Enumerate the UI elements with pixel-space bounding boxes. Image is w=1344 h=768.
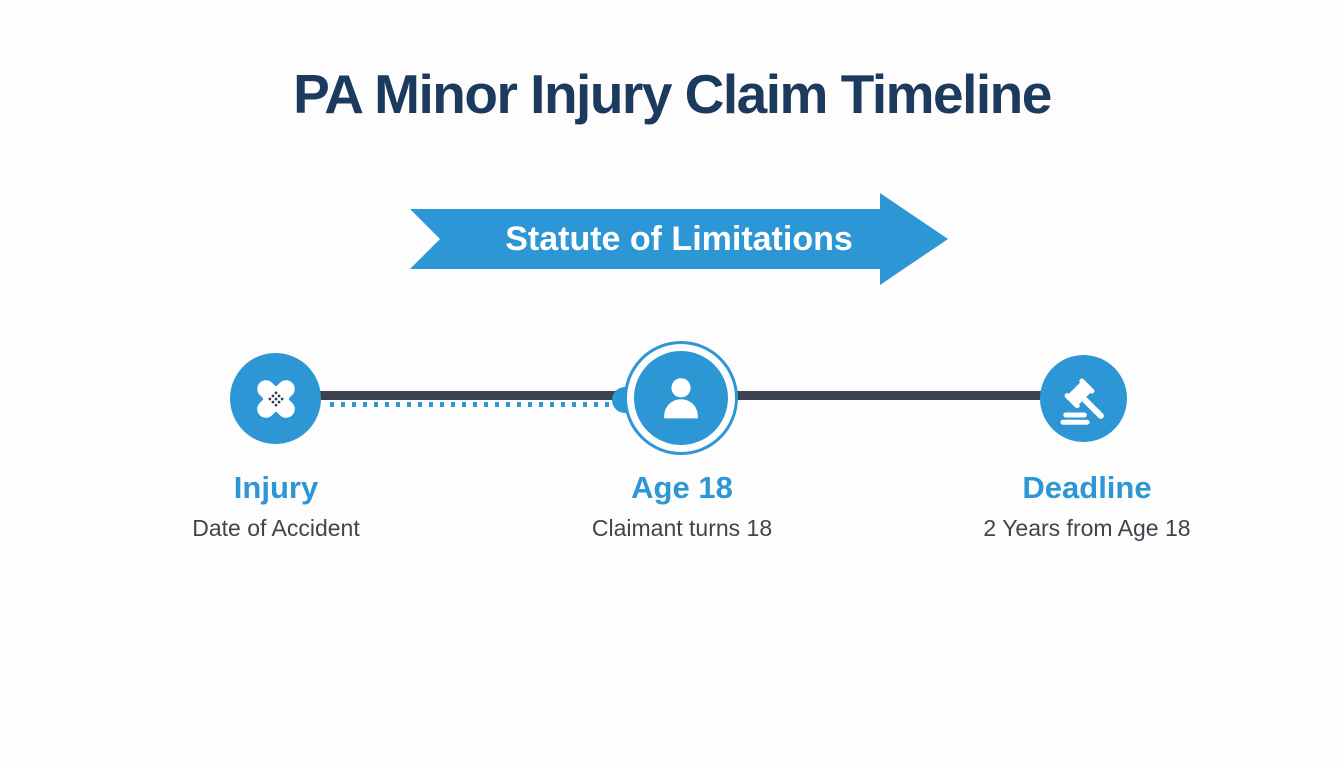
event-label-injury: Injury	[233, 470, 319, 505]
arrow-banner-shape	[410, 193, 948, 285]
gavel-icon	[1059, 377, 1104, 425]
bandage-icon	[256, 379, 295, 418]
timeline-segment-injury-to-age18	[316, 391, 622, 400]
person-icon	[664, 378, 698, 419]
event-label-deadline: Deadline	[1022, 470, 1152, 505]
blue-tick-marks	[330, 402, 618, 407]
page-title: PA Minor Injury Claim Timeline	[293, 63, 1052, 125]
timeline-node-deadline	[1040, 355, 1127, 442]
event-deadline: Deadline 2 Years from Age 18	[983, 470, 1190, 542]
event-label-age18: Age 18	[631, 470, 733, 505]
timeline-node-age18	[634, 351, 728, 445]
event-sublabel-injury: Date of Accident	[192, 515, 360, 541]
event-age18: Age 18 Claimant turns 18	[592, 470, 772, 542]
statute-banner-label: Statute of Limitations	[505, 219, 853, 258]
statute-banner: Statute of Limitations	[410, 193, 948, 285]
timeline-segment-age18-to-deadline	[729, 391, 1042, 400]
timeline-node-injury	[230, 353, 321, 444]
event-sublabel-age18: Claimant turns 18	[591, 515, 773, 541]
event-sublabel-deadline: 2 Years from Age 18	[983, 515, 1191, 541]
event-injury: Injury Date of Accident	[192, 470, 360, 542]
